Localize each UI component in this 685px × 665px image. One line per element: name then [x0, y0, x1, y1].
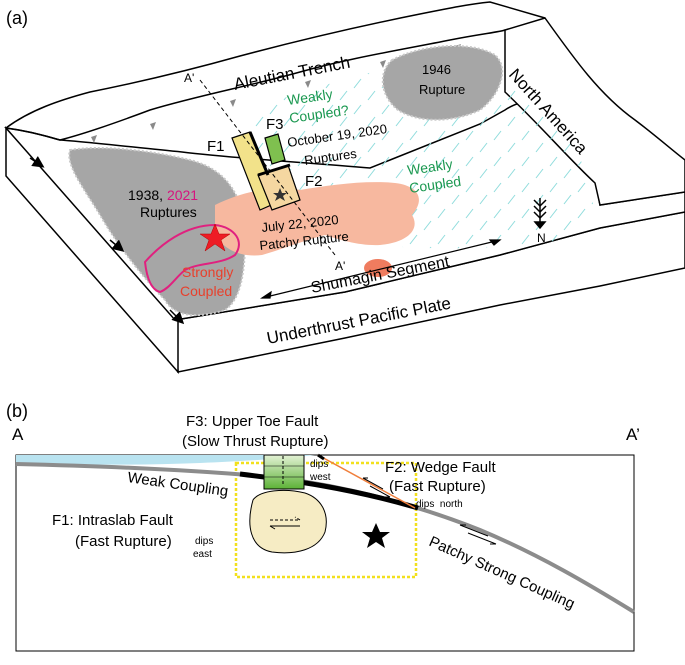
- f2-slip-arrows: [362, 477, 391, 498]
- patchy-slip-arrows: [459, 524, 497, 545]
- dips-east-2: east: [193, 549, 212, 560]
- strongly-coupled-1: Strongly: [182, 264, 233, 280]
- profile-line-a-aprime: [199, 79, 336, 256]
- panel-b-label: (b): [6, 401, 28, 421]
- f1-slip-arrows: [269, 516, 301, 530]
- a-prime-bottom-label: A': [335, 259, 345, 273]
- epicenter-star: [199, 223, 231, 252]
- f2-subtitle: (Fast Rupture): [389, 478, 486, 495]
- f3-label: F3: [266, 116, 284, 133]
- dips-west-1: dips: [310, 459, 328, 470]
- rupture-1938-prefix: 1938,: [128, 187, 167, 203]
- trench-barbs: [91, 44, 461, 143]
- dips-east-1: dips: [195, 536, 213, 547]
- f2-title: F2: Wedge Fault: [385, 459, 496, 476]
- rupture-1938-zone: [68, 147, 247, 317]
- f1-title: F1: Intraslab Fault: [52, 512, 174, 529]
- north-letter: N: [537, 231, 546, 245]
- rupture-2021-year: 2021: [167, 187, 198, 203]
- panel-a-label: (a): [6, 8, 28, 28]
- f3-fault-plane: [264, 133, 286, 165]
- rupture-2021-outline: [143, 223, 240, 294]
- f3-title: F3: Upper Toe Fault: [186, 413, 319, 430]
- f2-top-edge: [257, 163, 291, 177]
- f3-fault-box: [263, 454, 305, 490]
- interface-black-segment: [239, 471, 419, 511]
- cross-section-star: [362, 523, 390, 548]
- profile-start-label: A: [12, 425, 24, 444]
- a-prime-top-label: A': [184, 71, 194, 85]
- f2-label: F2: [305, 173, 323, 190]
- dips-west-2: west: [309, 472, 331, 483]
- f1-label: F1: [207, 138, 225, 155]
- panel-a: (a): [4, 1, 685, 374]
- overriding-plate-edge: [5, 1, 546, 129]
- small-rupture-patch: [364, 259, 392, 277]
- f3-subtitle: (Slow Thrust Rupture): [182, 433, 328, 450]
- rupture-1946-year: 1946: [422, 62, 451, 77]
- rupture-1938-label: 1938, 2021: [128, 187, 198, 203]
- weakly-coupled-2: Coupled: [408, 173, 462, 196]
- dips-north-label: dips north: [416, 499, 463, 510]
- subduction-arrows: [29, 156, 185, 325]
- rupture-1946-word: Rupture: [419, 82, 465, 97]
- profile-end-label: A’: [626, 425, 640, 444]
- aleutian-trench-line: [5, 29, 506, 141]
- north-arrow-icon: [533, 198, 547, 230]
- f1-rupture-box: [234, 461, 418, 579]
- ocean-water: [16, 455, 315, 465]
- f2-wedge-fault-line: [317, 454, 416, 509]
- f1-intraslab-region: [249, 489, 327, 554]
- small-star-a: [273, 188, 287, 201]
- weakly-coupled-1: Weakly: [406, 156, 453, 178]
- f1-subtitle: (Fast Rupture): [75, 533, 172, 550]
- strongly-coupled-2: Coupled: [180, 283, 232, 299]
- f2-black-top: [317, 453, 325, 461]
- weakly-coupled-q-1: Weakly: [286, 86, 333, 108]
- f3-black-edge: [248, 131, 270, 176]
- panel-b: (b) A A’: [6, 401, 640, 652]
- rupture-1946-zone: [381, 45, 504, 121]
- rupture-1938-word: Ruptures: [140, 204, 197, 220]
- october-ruptures-label: Ruptures: [303, 146, 358, 168]
- shumagin-arrow: [260, 239, 502, 299]
